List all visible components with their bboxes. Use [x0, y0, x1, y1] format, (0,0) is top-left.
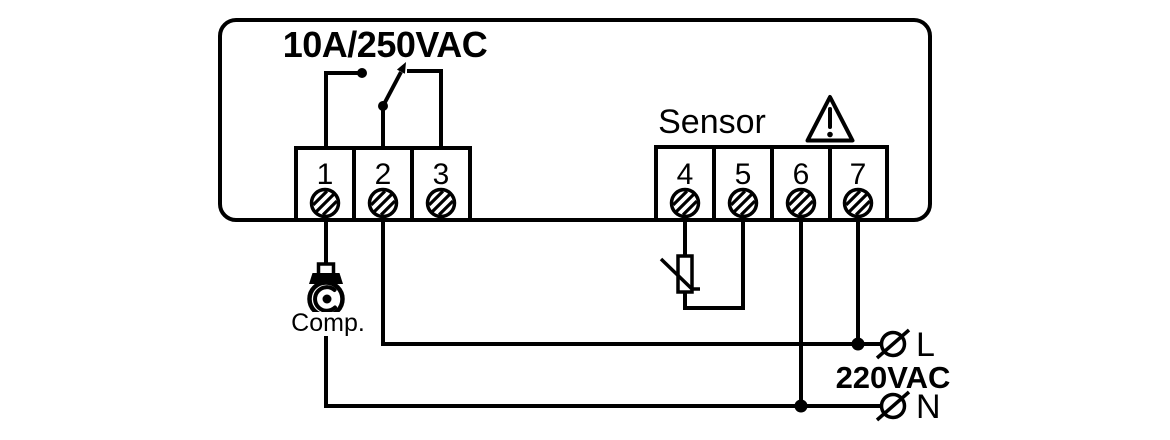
wire-live-line	[381, 220, 882, 346]
compressor-label-bg	[294, 312, 362, 336]
live-label: L	[916, 326, 935, 364]
wire-neutral-line	[324, 313, 882, 408]
sensor-label: Sensor	[658, 103, 766, 141]
junction-dot-neutral	[794, 399, 808, 413]
relay-rating-label: 10A/250VAC	[283, 24, 488, 65]
phase-terminal-icon-neutral	[875, 390, 911, 422]
terminal-block-right: 4 5 6 7	[654, 145, 889, 222]
screw-terminal-icon	[425, 187, 457, 219]
screw-terminal-icon	[727, 187, 759, 219]
screw-terminal-icon	[785, 187, 817, 219]
terminal-number-4: 4	[677, 158, 694, 191]
wire-sensor-terminal5	[683, 220, 745, 310]
terminal-number-3: 3	[433, 158, 450, 191]
screw-terminal-icon	[367, 187, 399, 219]
screw-terminal-icon	[842, 187, 874, 219]
phase-terminal-icon-live	[875, 328, 911, 360]
terminal-number-5: 5	[735, 158, 752, 191]
warning-triangle-icon	[805, 95, 855, 143]
compressor-icon	[307, 262, 345, 318]
thermistor-icon	[659, 254, 700, 294]
terminal-number-2: 2	[375, 158, 392, 191]
screw-terminal-icon	[669, 187, 701, 219]
relay-contact-icon	[324, 62, 443, 148]
terminal-number-7: 7	[850, 158, 867, 191]
junction-dot-live	[851, 337, 865, 351]
supply-voltage-label: 220VAC	[836, 360, 951, 395]
compressor-label: Comp.	[291, 309, 365, 337]
terminal-number-1: 1	[317, 158, 334, 191]
terminal-block-left: 1 2 3	[294, 146, 472, 222]
screw-terminal-icon	[309, 187, 341, 219]
wiring	[324, 220, 882, 408]
terminal-number-6: 6	[793, 158, 810, 191]
neutral-label: N	[916, 388, 941, 426]
